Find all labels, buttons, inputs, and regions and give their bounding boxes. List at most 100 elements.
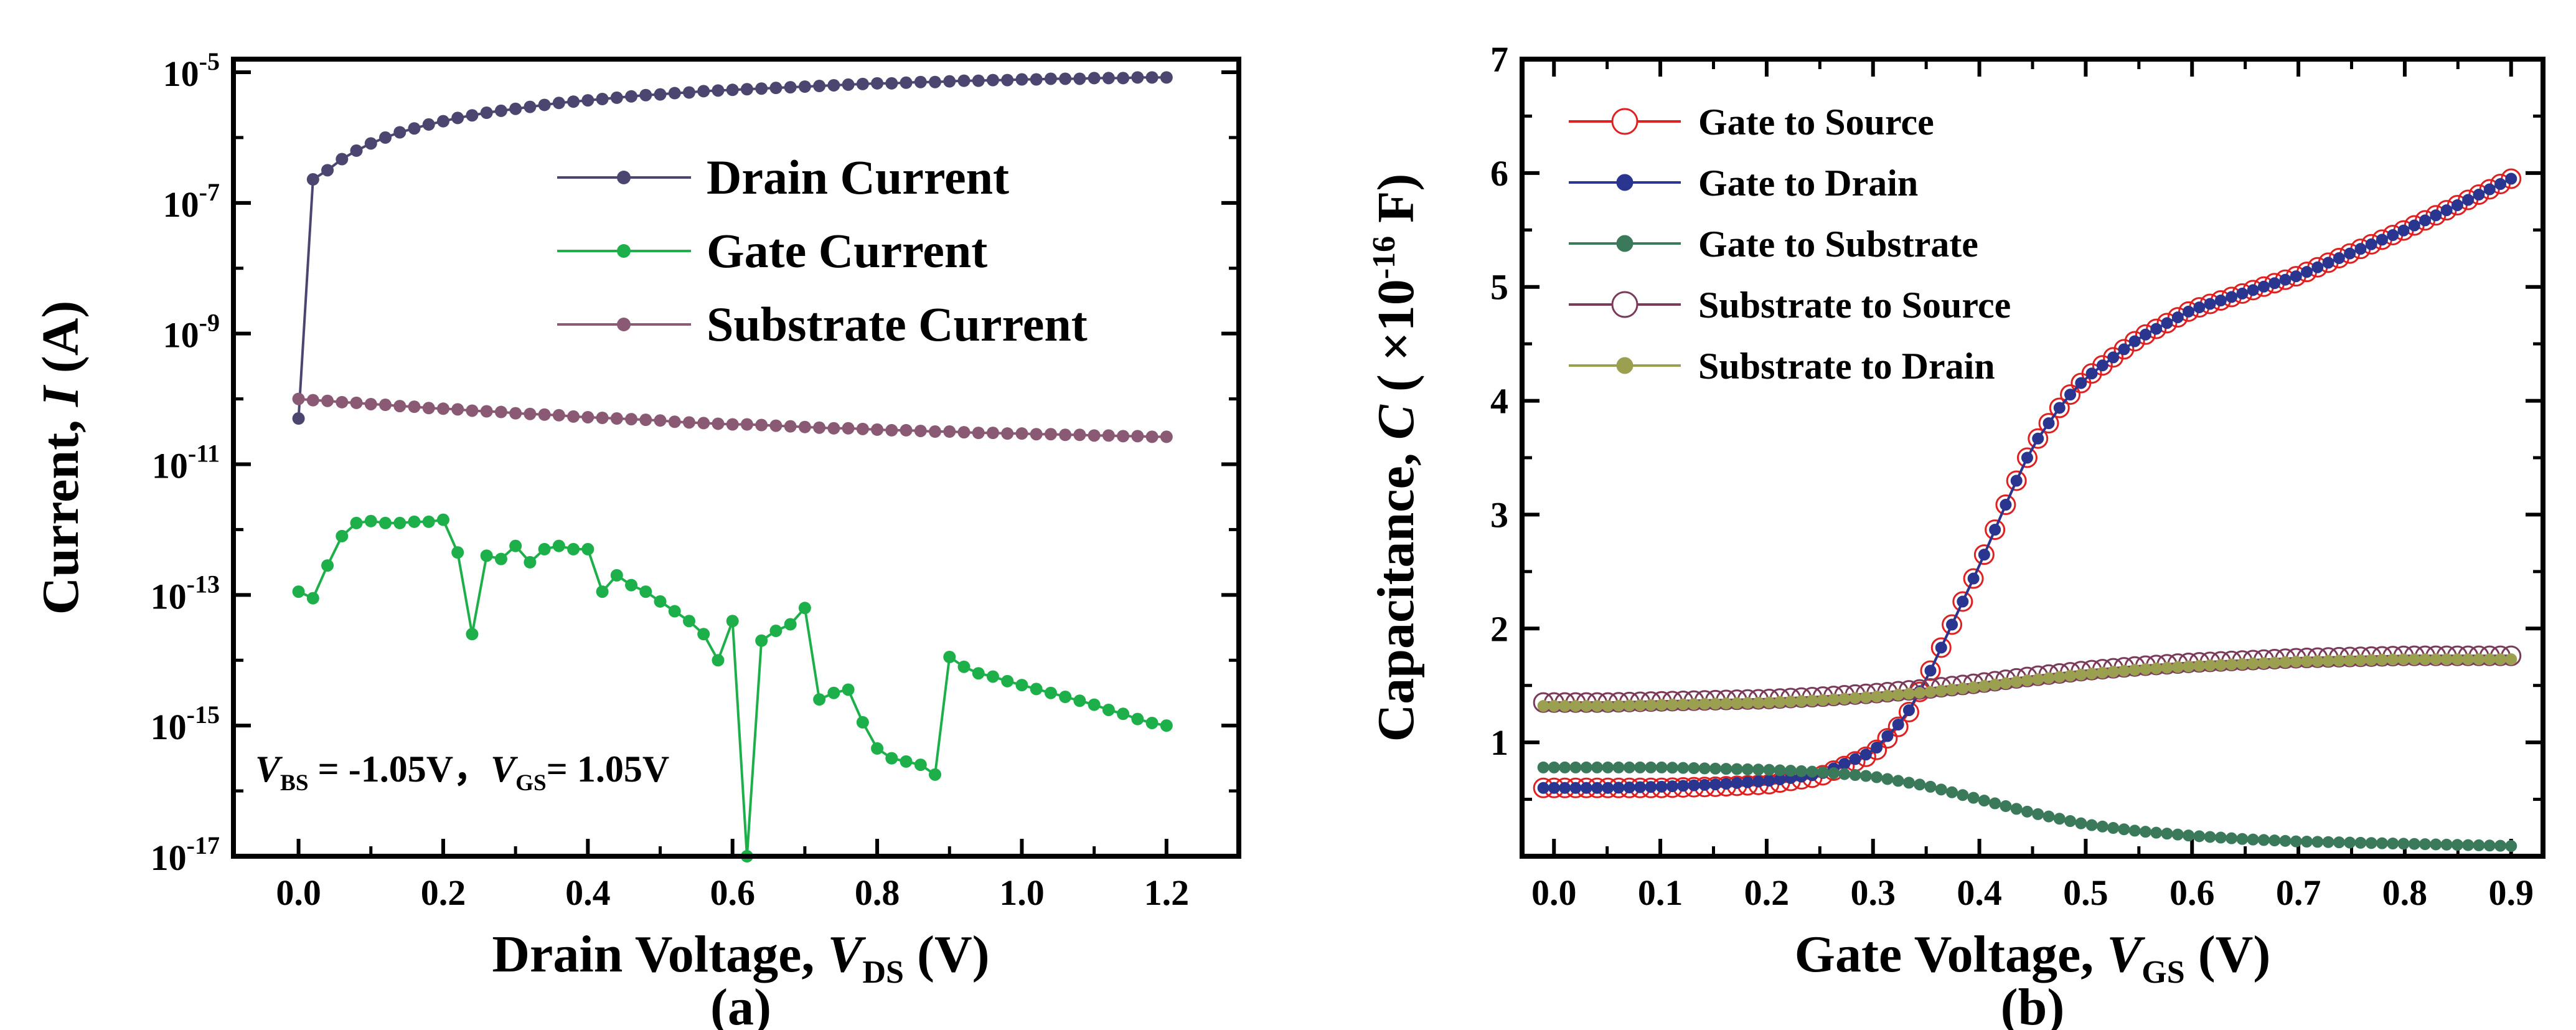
data-point-b: [1612, 761, 1625, 773]
data-point-b: [2483, 839, 2496, 852]
data-point-b: [1720, 763, 1732, 775]
legend-label-b: Substrate to Drain: [1698, 346, 1995, 387]
data-point-b: [2462, 653, 2475, 666]
data-point-b: [2150, 826, 2163, 839]
data-point-a: [336, 395, 349, 409]
data-point-a: [654, 595, 667, 608]
data-point-a: [972, 667, 985, 680]
data-point-a: [726, 83, 739, 97]
data-point-a: [538, 408, 551, 421]
data-point-a: [494, 104, 507, 117]
data-point-b: [1731, 697, 1743, 709]
data-point-b: [1666, 762, 1678, 774]
data-point-b: [1720, 777, 1732, 790]
data-point-a: [1160, 430, 1173, 443]
data-point-a: [769, 419, 783, 432]
data-point-a: [842, 422, 855, 435]
data-point-b: [1677, 780, 1690, 792]
data-point-b: [1688, 762, 1700, 775]
data-point-b: [2167, 307, 2188, 328]
data-point-b: [2021, 674, 2033, 687]
data-point-b: [1859, 691, 1872, 704]
data-point-b: [2408, 219, 2420, 232]
data-point-b: [2408, 838, 2420, 850]
data-point-b: [1806, 694, 1818, 707]
data-point-b: [1914, 778, 1926, 791]
data-point-b: [2365, 837, 2377, 849]
data-point-a: [712, 417, 725, 430]
data-point-b: [2049, 397, 2070, 418]
data-point-b: [1963, 568, 1984, 589]
data-point-b: [1569, 782, 1582, 794]
data-point-b: [1967, 572, 1980, 585]
data-point-b: [2494, 653, 2506, 666]
data-point-b: [2139, 826, 2151, 838]
data-point-b: [2146, 318, 2167, 339]
data-point-b: [1752, 775, 1765, 788]
data-point-a: [1131, 712, 1144, 725]
data-point-a: [769, 625, 783, 638]
data-point-a: [1015, 73, 1028, 86]
data-point-b: [2322, 257, 2334, 269]
data-point-b: [2354, 836, 2367, 849]
data-point-b: [2236, 287, 2249, 300]
data-point-b: [2183, 305, 2195, 318]
data-point-a: [1102, 72, 1115, 85]
data-point-a: [871, 77, 884, 90]
data-point-b: [2000, 800, 2012, 812]
data-point-a: [1001, 674, 1014, 687]
data-point-a: [943, 75, 956, 88]
data-point-a: [625, 90, 638, 103]
data-point-b: [1795, 695, 1808, 707]
data-point-a: [581, 410, 595, 423]
data-point-b: [2301, 655, 2313, 668]
data-point-a: [364, 397, 377, 410]
data-point-a: [509, 102, 522, 115]
data-point-b: [2365, 238, 2377, 250]
data-point-a: [378, 516, 392, 529]
data-point-a: [350, 516, 363, 529]
data-point-b: [2376, 837, 2388, 849]
data-point-a: [798, 602, 811, 615]
data-point-b: [2010, 803, 2023, 815]
data-point-b: [2397, 838, 2410, 850]
data-point-a: [378, 399, 392, 412]
data-point-b: [1537, 700, 1549, 712]
data-point-b: [2376, 234, 2388, 246]
data-point-b: [2440, 838, 2453, 851]
data-point-a: [856, 716, 869, 729]
data-point-b: [2365, 654, 2377, 666]
data-point-b: [2214, 659, 2227, 671]
data-point-b: [1849, 753, 1861, 765]
data-point-b: [2462, 839, 2475, 851]
data-point-a: [726, 418, 739, 431]
data-point-b: [2028, 428, 2049, 449]
data-point-a: [986, 427, 999, 440]
x-tick-label-b: 0.7: [2276, 872, 2321, 913]
data-point-b: [2236, 833, 2249, 845]
plot-frame-b: [1520, 57, 2545, 859]
data-point-b: [1763, 775, 1775, 787]
x-tick-label-b: 0.1: [1638, 872, 1683, 913]
series-a-0: [292, 71, 1173, 425]
x-tick-label-a: 0.8: [855, 872, 900, 913]
data-point-a: [451, 111, 464, 125]
data-point-b: [1709, 778, 1722, 791]
data-point-b: [2301, 266, 2313, 278]
data-point-a: [552, 409, 565, 422]
data-point-b: [1623, 782, 1635, 794]
data-point-b: [1924, 664, 1937, 677]
data-point-b: [1946, 786, 1958, 798]
data-point-a: [784, 81, 797, 94]
data-point-a: [581, 94, 595, 107]
data-point-b: [1559, 782, 1571, 794]
data-point-a: [1030, 73, 1043, 86]
data-point-a: [581, 542, 595, 555]
data-point-a: [957, 74, 971, 87]
y-tick-label-b: 5: [1490, 267, 1508, 308]
data-point-a: [668, 415, 681, 428]
data-point-b: [2494, 839, 2506, 852]
data-point-a: [480, 106, 493, 120]
legend-label-a: Drain Current: [707, 150, 1009, 204]
data-point-b: [2214, 831, 2227, 844]
